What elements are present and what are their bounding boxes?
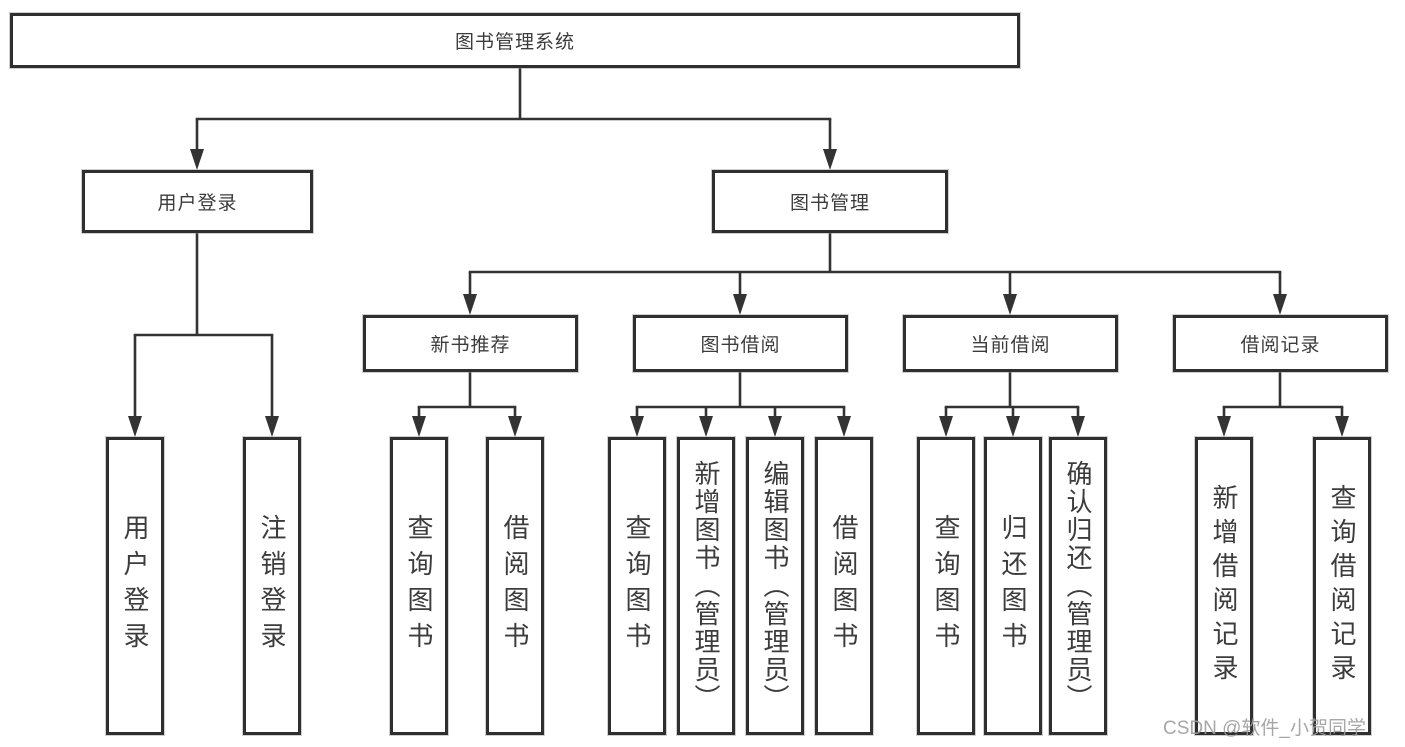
- node-label: 当前借阅: [970, 335, 1051, 356]
- leaf-query-books-borrow: 查询图书: [608, 437, 666, 735]
- node-label: 归还图书: [998, 514, 1028, 658]
- node-label: 图书管理: [789, 193, 870, 214]
- node-borrow-records: 借阅记录: [1173, 315, 1388, 372]
- node-label: 注销登录: [257, 514, 287, 658]
- leaf-borrow-books: 借阅图书: [815, 437, 873, 735]
- node-book-borrow: 图书借阅: [633, 315, 848, 372]
- leaf-borrow-books-recommend: 借阅图书: [486, 437, 544, 735]
- leaf-user-login: 用户登录: [106, 437, 164, 735]
- leaf-edit-book-admin: 编辑图书（管理员）: [746, 437, 804, 735]
- leaf-add-borrow-record: 新增借阅记录: [1195, 437, 1253, 735]
- node-label: 图书借阅: [700, 335, 781, 356]
- node-label: 查询借阅记录: [1327, 484, 1357, 688]
- node-label: 新增借阅记录: [1209, 484, 1239, 688]
- node-new-book-recommend: 新书推荐: [363, 315, 578, 372]
- leaf-return-books: 归还图书: [984, 437, 1042, 735]
- node-label: 查询图书: [931, 514, 961, 658]
- leaf-query-books-recommend: 查询图书: [390, 437, 448, 735]
- leaf-add-book-admin: 新增图书（管理员）: [677, 437, 735, 735]
- node-label: 确认归还（管理员）: [1063, 460, 1093, 712]
- watermark: CSDN @软件_小贺同学: [1163, 718, 1366, 739]
- node-label: 借阅记录: [1240, 335, 1321, 356]
- node-user-login: 用户登录: [82, 170, 313, 233]
- node-label: 查询图书: [404, 514, 434, 658]
- leaf-query-borrow-record: 查询借阅记录: [1313, 437, 1371, 735]
- node-label: 新增图书（管理员）: [691, 460, 721, 712]
- node-label: 查询图书: [622, 514, 652, 658]
- node-book-management: 图书管理: [712, 170, 948, 233]
- node-current-borrow: 当前借阅: [903, 315, 1118, 372]
- node-label: 用户登录: [157, 193, 238, 214]
- node-label: 新书推荐: [430, 335, 511, 356]
- leaf-logout: 注销登录: [243, 437, 301, 735]
- node-label: 用户登录: [120, 514, 150, 658]
- node-label: 借阅图书: [829, 514, 859, 658]
- node-label: 图书管理系统: [454, 32, 575, 53]
- node-label: 编辑图书（管理员）: [760, 460, 790, 712]
- node-label: 借阅图书: [500, 514, 530, 658]
- node-library-management-system: 图书管理系统: [10, 13, 1020, 68]
- leaf-query-books-current: 查询图书: [917, 437, 975, 735]
- leaf-confirm-return-admin: 确认归还（管理员）: [1049, 437, 1107, 735]
